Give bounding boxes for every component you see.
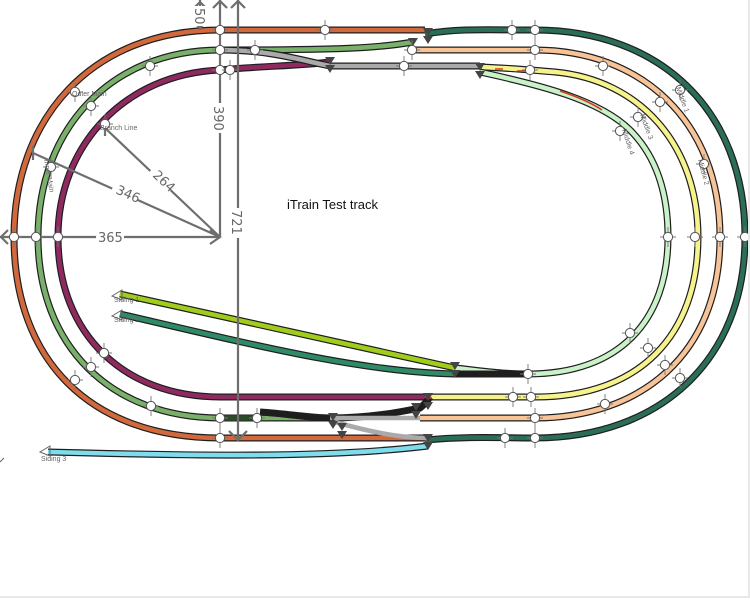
sensor-icon[interactable]: [214, 24, 226, 36]
sensor-icon[interactable]: [624, 327, 636, 339]
track-branch-line[interactable]: [54, 58, 425, 401]
sensor-icon[interactable]: [99, 118, 111, 130]
sensor-icon[interactable]: [52, 231, 64, 243]
switch-icon: [423, 393, 433, 401]
dim-50: 50: [191, 8, 206, 25]
sensor-icon[interactable]: [599, 398, 611, 410]
dim-390: 390: [210, 106, 225, 131]
track-siding-2[interactable]: [119, 310, 528, 378]
layout-title: iTrain Test track: [287, 197, 379, 212]
switch-icon: [408, 38, 418, 46]
switch-icon: [411, 411, 421, 419]
switch-icon: [337, 423, 347, 431]
sensor-icon[interactable]: [85, 361, 97, 373]
switch-icon: [337, 431, 347, 439]
sensor-icon[interactable]: [529, 412, 541, 424]
sensor-icon[interactable]: [251, 412, 263, 424]
track-yellow[interactable]: [425, 63, 702, 401]
switch-icon: [423, 36, 433, 44]
sensor-icon[interactable]: [224, 64, 236, 76]
sensor-icon[interactable]: [674, 372, 686, 384]
track-siding-3[interactable]: [47, 442, 429, 459]
sensor-icon[interactable]: [714, 231, 726, 243]
switch-markers[interactable]: [325, 28, 485, 450]
label-siding-1: Siding 1: [114, 297, 139, 304]
sensor-icon[interactable]: [525, 391, 537, 403]
switch-icon: [325, 65, 335, 73]
switch-connectors[interactable]: [219, 46, 480, 441]
sensors[interactable]: [6, 20, 750, 448]
label-siding-2: Siding 2: [114, 317, 139, 324]
sensor-icon[interactable]: [85, 100, 97, 112]
label-branch-line: Branch Line: [100, 125, 137, 132]
sensor-icon[interactable]: [529, 24, 541, 36]
buffer-stops: [0, 289, 123, 463]
sensor-icon[interactable]: [524, 64, 536, 76]
sensor-icon[interactable]: [614, 125, 626, 137]
sensor-icon[interactable]: [406, 44, 418, 56]
sensor-icon[interactable]: [597, 60, 609, 72]
sensor-icon[interactable]: [529, 44, 541, 56]
sensor-icon[interactable]: [522, 368, 534, 380]
label-outer-main: Outer Main: [72, 91, 107, 98]
sensor-icon[interactable]: [45, 161, 57, 173]
switch-icon: [411, 403, 421, 411]
switch-icon: [423, 402, 433, 410]
switch-icon: [450, 370, 460, 378]
switch-icon: [450, 362, 460, 370]
sensor-icon[interactable]: [98, 347, 110, 359]
sensor-icon[interactable]: [689, 231, 701, 243]
sensor-icon[interactable]: [214, 44, 226, 56]
sensor-icon[interactable]: [249, 44, 261, 56]
sensor-icon[interactable]: [506, 24, 518, 36]
occupied-markers: [426, 68, 603, 399]
sensor-icon[interactable]: [499, 432, 511, 444]
track-siding-1[interactable]: [119, 290, 456, 372]
sensor-icon[interactable]: [654, 96, 666, 108]
sensor-icon[interactable]: [319, 24, 331, 36]
sensor-icon[interactable]: [529, 432, 541, 444]
sensor-icon[interactable]: [30, 231, 42, 243]
sensor-icon[interactable]: [144, 60, 156, 72]
sensor-icon[interactable]: [507, 391, 519, 403]
sensor-icon[interactable]: [398, 60, 410, 72]
sensor-icon[interactable]: [8, 231, 20, 243]
switch-icon: [328, 413, 338, 421]
sensor-icon[interactable]: [69, 374, 81, 386]
switch-icon: [325, 57, 335, 65]
sensor-icon[interactable]: [145, 400, 157, 412]
sensor-icon[interactable]: [659, 359, 671, 371]
track-main-green[interactable]: [34, 38, 414, 422]
switch-icon: [423, 434, 433, 442]
dim-346: 346: [113, 183, 142, 207]
switch-icon: [423, 28, 433, 36]
window-border-bottom: [0, 596, 750, 598]
window-border-right: [748, 0, 750, 598]
sensor-icon[interactable]: [632, 111, 644, 123]
sensor-icon[interactable]: [674, 84, 686, 96]
sensor-icon[interactable]: [698, 158, 710, 170]
switch-icon: [423, 442, 433, 450]
sensor-icon[interactable]: [642, 342, 654, 354]
dim-365: 365: [98, 231, 123, 246]
switch-icon: [328, 421, 338, 429]
switch-icon: [475, 63, 485, 71]
sensor-icon[interactable]: [69, 86, 81, 98]
label-siding-3: Siding 3: [41, 456, 66, 463]
switch-icon: [475, 71, 485, 79]
sensor-icon[interactable]: [214, 432, 226, 444]
sensor-icon[interactable]: [214, 412, 226, 424]
dim-721: 721: [228, 210, 243, 235]
sensor-icon[interactable]: [662, 231, 674, 243]
